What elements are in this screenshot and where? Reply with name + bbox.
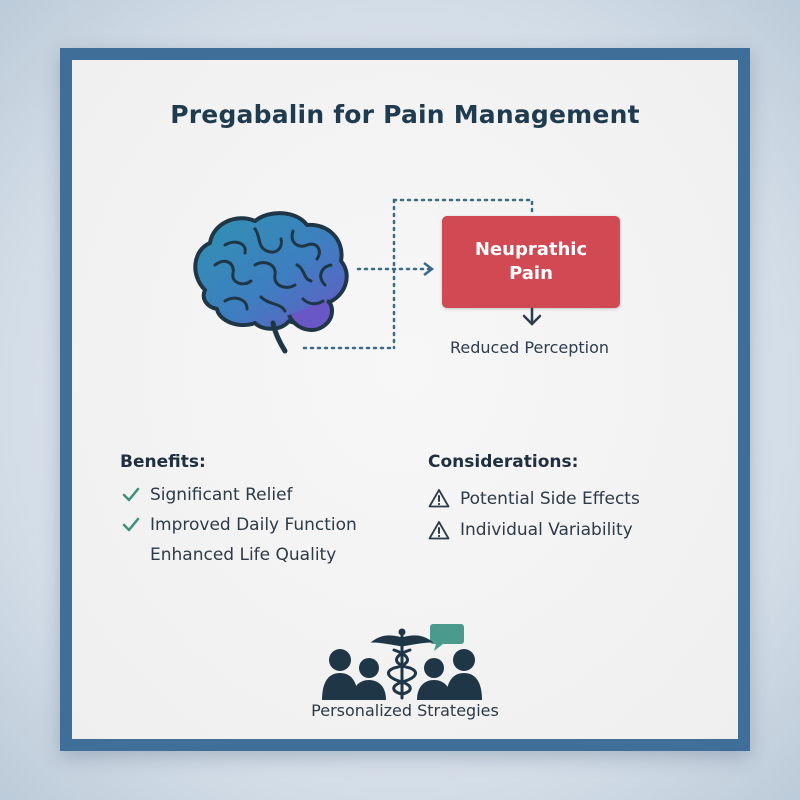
check-icon xyxy=(122,487,140,502)
footer-label: Personalized Strategies xyxy=(311,701,499,720)
diagram-panel: Pregabalin for Pain Management xyxy=(72,60,738,739)
check-icon xyxy=(122,517,140,532)
outcome-label: Reduced Perception xyxy=(450,338,610,357)
benefit-item: Improved Daily Function xyxy=(150,515,357,535)
warning-icon xyxy=(428,521,450,540)
brain-icon xyxy=(193,211,349,354)
pain-label: Neuprathic Pain xyxy=(474,239,588,284)
benefit-item: Significant Relief xyxy=(150,485,293,505)
chat-bubble-icon xyxy=(430,624,464,644)
dotted-arrow-head-icon xyxy=(423,262,435,276)
benefits-heading: Benefits: xyxy=(120,452,206,472)
benefit-item: Enhanced Life Quality xyxy=(150,545,337,565)
warning-icon xyxy=(428,489,450,508)
diagram-frame: Pregabalin for Pain Management xyxy=(60,48,750,751)
people-icon xyxy=(322,624,482,700)
caduceus-icon xyxy=(370,628,434,700)
page-title: Pregabalin for Pain Management xyxy=(170,100,640,129)
consideration-item: Potential Side Effects xyxy=(460,489,640,509)
considerations-heading: Considerations: xyxy=(428,452,579,472)
consideration-item: Individual Variability xyxy=(460,520,633,540)
neuropathic-pain-box: Neuprathic Pain xyxy=(442,216,620,308)
